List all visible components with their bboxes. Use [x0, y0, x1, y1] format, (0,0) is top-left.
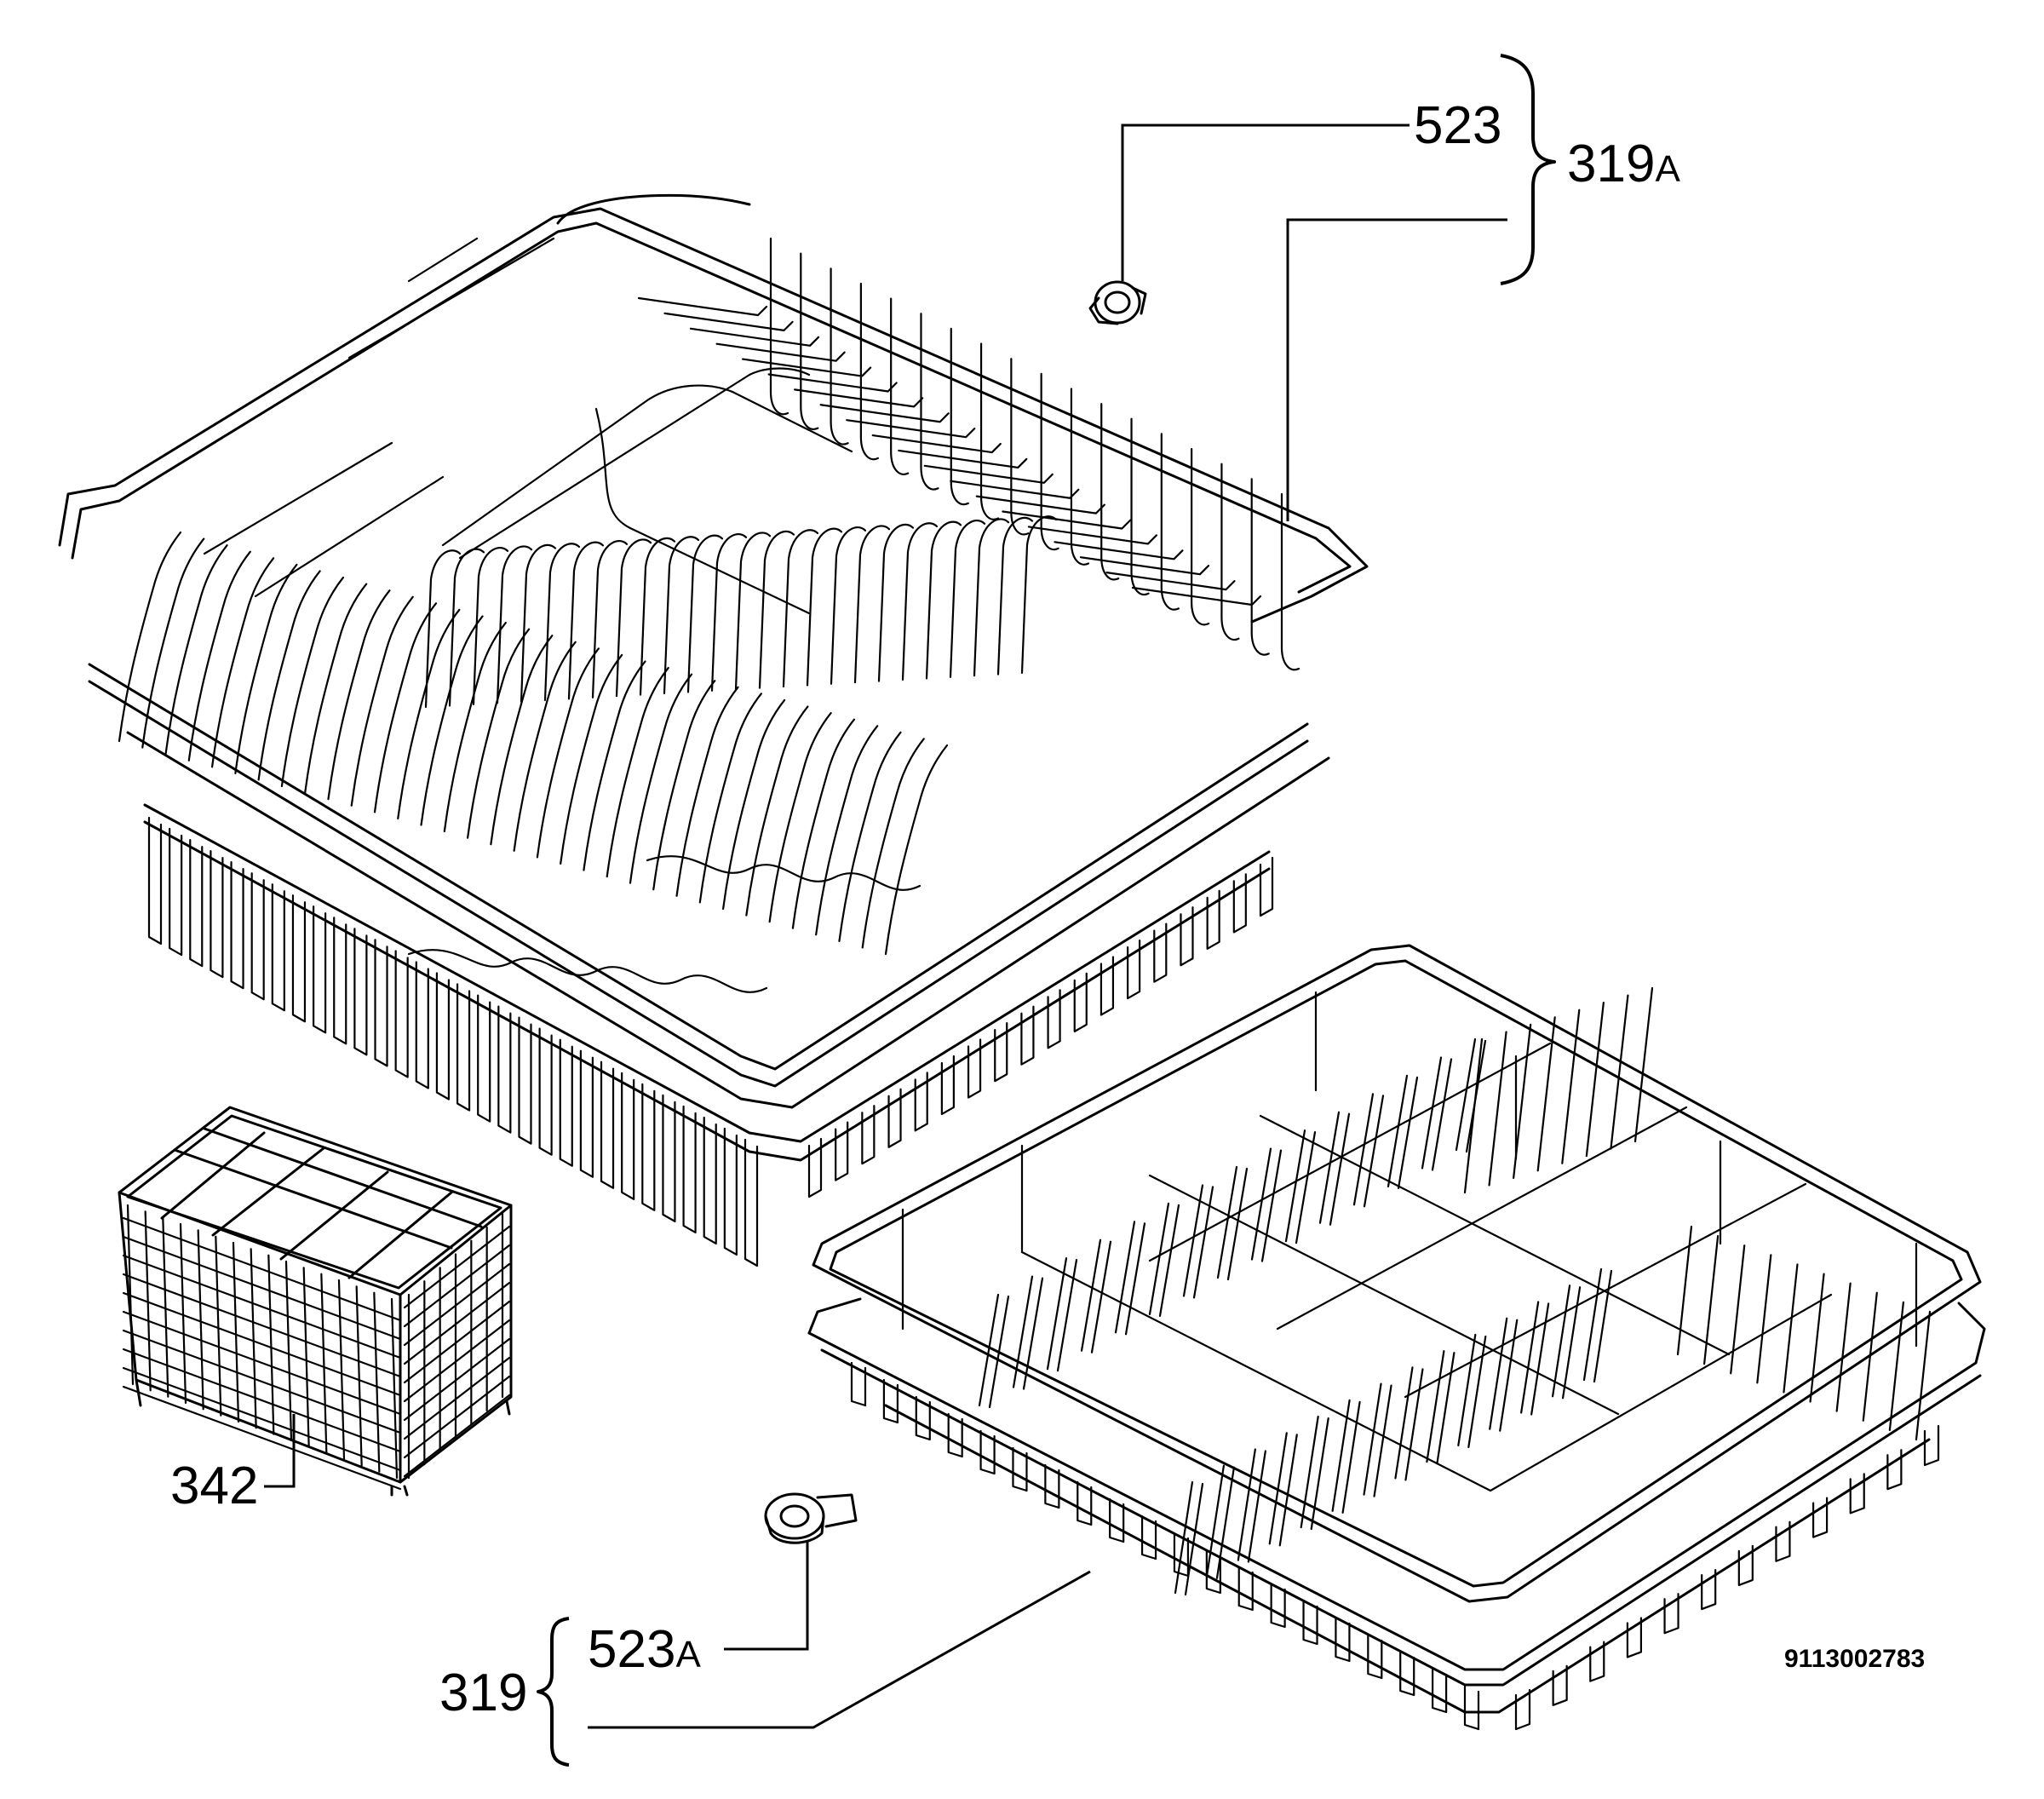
upper-basket-drawing — [58, 193, 1369, 1267]
callout-319A-suffix: A — [1655, 148, 1680, 190]
brace-319 — [537, 1617, 570, 1767]
drawing-code: 9113002783 — [1784, 1645, 1925, 1673]
roller-523A-drawing — [764, 1492, 858, 1544]
callout-523A: 523A — [588, 1620, 701, 1679]
roller-523-drawing — [1088, 280, 1147, 325]
callout-319A: 319A — [1567, 135, 1680, 193]
lower-basket-drawing — [807, 944, 1986, 1731]
callout-523A-number: 523 — [588, 1620, 675, 1679]
leader-lines — [264, 124, 1507, 1729]
callout-319: 319 — [439, 1664, 527, 1722]
brace-319A — [1500, 54, 1556, 285]
callout-523A-suffix: A — [675, 1634, 701, 1675]
callout-342: 342 — [170, 1457, 258, 1515]
callout-319A-number: 319 — [1567, 135, 1655, 193]
cutlery-basket-drawing — [118, 1106, 513, 1497]
callout-523: 523 — [1414, 96, 1501, 155]
